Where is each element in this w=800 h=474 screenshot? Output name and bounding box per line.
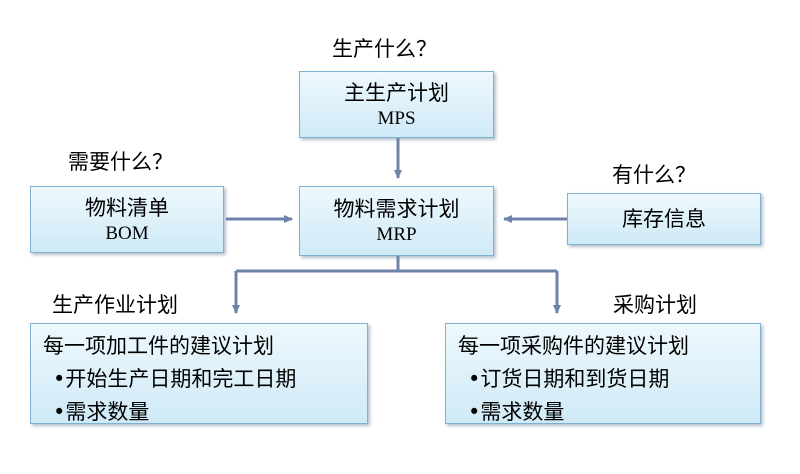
inventory-title: 库存信息 (622, 207, 706, 231)
mps-title: 主生产计划 (344, 80, 449, 105)
mrp-box: 物料需求计划 MRP (299, 186, 494, 256)
label-what-need: 需要什么？ (68, 150, 173, 174)
bom-code: BOM (105, 222, 149, 244)
purchase-plan-item: •订货日期和到货日期 (468, 367, 670, 391)
production-plan-box: 每一项加工件的建议计划 •开始生产日期和完工日期 •需求数量 (30, 323, 368, 424)
mps-box: 主生产计划 MPS (299, 71, 494, 138)
production-plan-item: •开始生产日期和完工日期 (53, 367, 297, 391)
purchase-plan-box: 每一项采购件的建议计划 •订货日期和到货日期 •需求数量 (445, 323, 761, 424)
mps-code: MPS (377, 107, 416, 129)
bom-box: 物料清单 BOM (30, 186, 224, 253)
label-purchase-plan: 采购计划 (613, 293, 697, 317)
inventory-box: 库存信息 (567, 193, 761, 245)
mrp-split-line (236, 256, 400, 273)
label-what-have: 有什么？ (612, 163, 696, 187)
purchase-plan-heading: 每一项采购件的建议计划 (458, 334, 689, 358)
production-plan-heading: 每一项加工件的建议计划 (43, 334, 274, 358)
production-plan-item: •需求数量 (53, 400, 150, 424)
purchase-plan-item: •需求数量 (468, 400, 565, 424)
mrp-code: MRP (376, 224, 417, 245)
label-production-plan: 生产作业计划 (52, 293, 178, 317)
bom-title: 物料清单 (85, 195, 169, 220)
mrp-title: 物料需求计划 (333, 197, 460, 221)
label-what-produce: 生产什么？ (332, 37, 437, 61)
